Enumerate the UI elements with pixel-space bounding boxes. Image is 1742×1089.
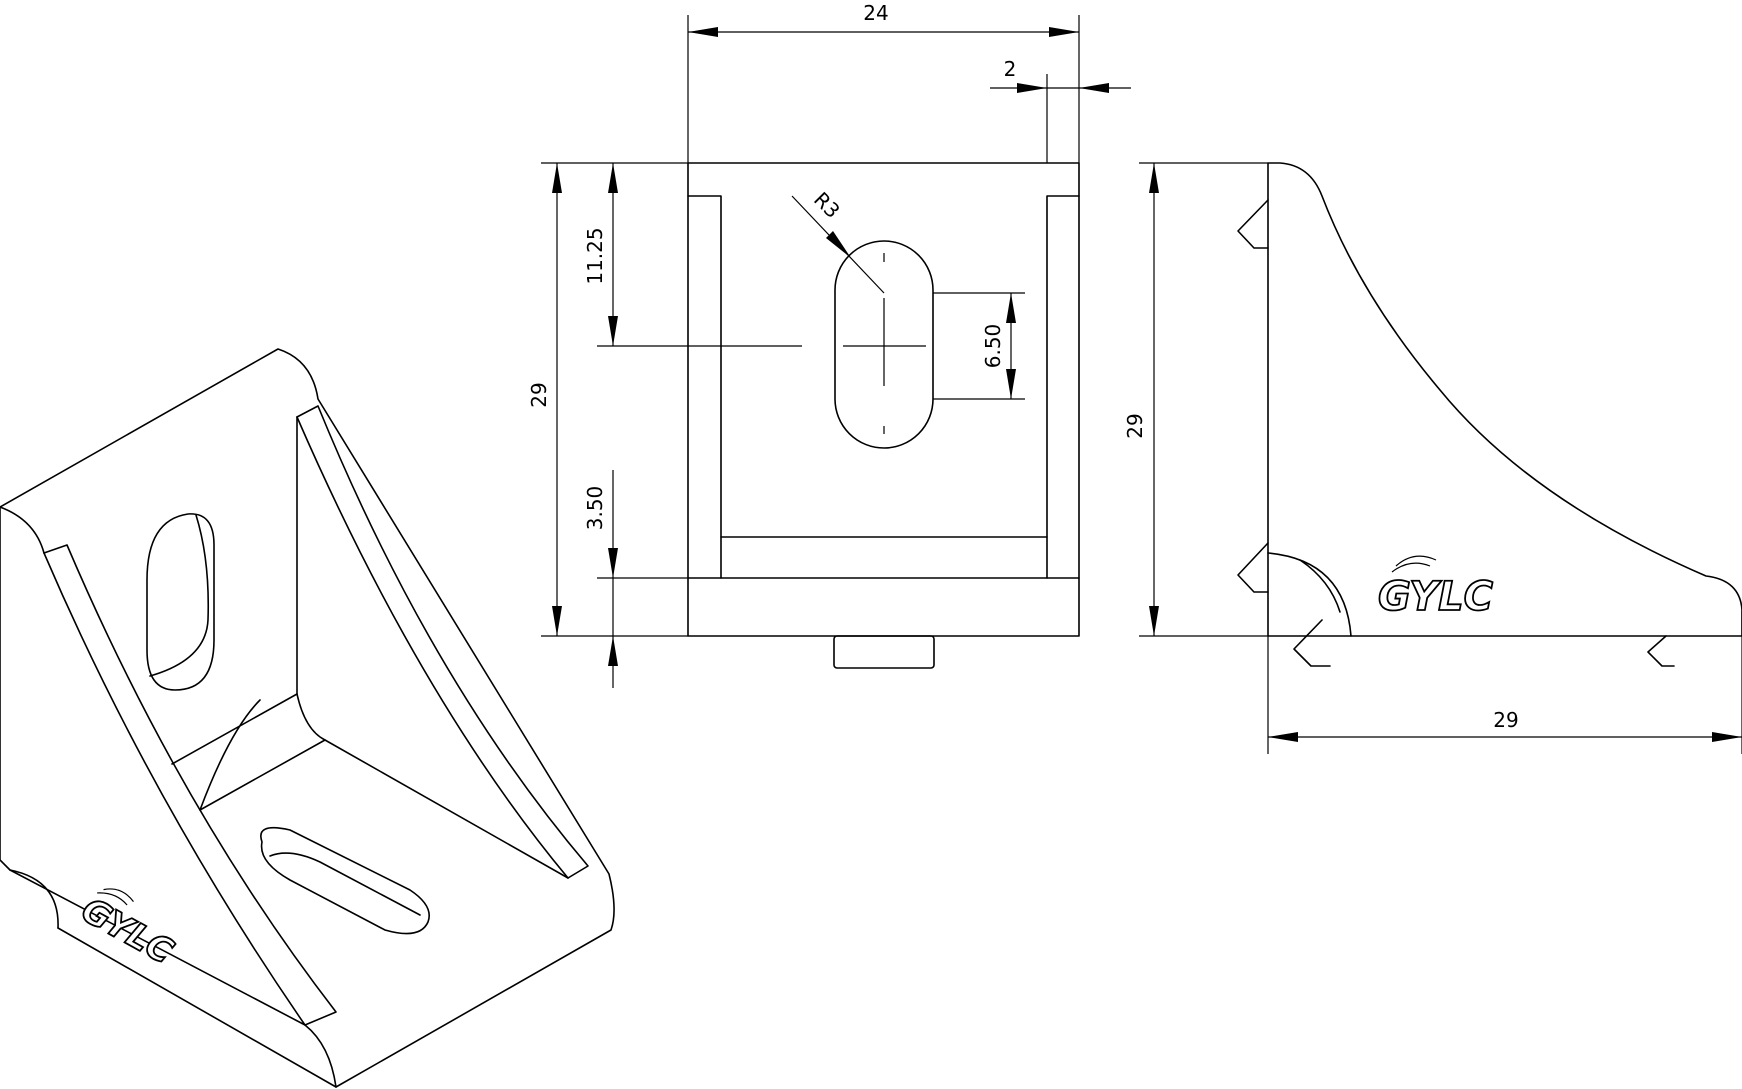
dim-24-text: 24 bbox=[863, 1, 888, 25]
iso-horizontal-slot bbox=[260, 826, 430, 935]
front-slot bbox=[834, 240, 934, 449]
side-notch-bottom-right bbox=[1647, 635, 1675, 667]
iso-vertical-wall-curve bbox=[296, 693, 326, 741]
iso-vertical-slot-inner bbox=[149, 514, 210, 677]
dim-2-text: 2 bbox=[1004, 57, 1017, 81]
dim-29f-text: 29 bbox=[527, 382, 551, 407]
iso-floor-back bbox=[171, 693, 298, 765]
side-notch-mid bbox=[1237, 542, 1269, 593]
dim-11-25-text: 11.25 bbox=[583, 227, 607, 284]
front-inner-right-wall bbox=[1046, 195, 1080, 579]
iso-bottom-edge bbox=[57, 927, 337, 1088]
dim-6-50-text: 6.50 bbox=[981, 324, 1005, 369]
front-inner-left-wall bbox=[687, 195, 722, 579]
iso-vertical-slot bbox=[146, 513, 215, 691]
iso-right-flange-edge bbox=[296, 416, 569, 879]
side-inner-arc bbox=[1267, 552, 1352, 637]
iso-left-flange bbox=[43, 544, 337, 1026]
front-view: 24 2 29 11.25 3.50 6.50 R bbox=[527, 1, 1131, 688]
iso-logo-swoosh bbox=[103, 888, 134, 903]
side-notch-top bbox=[1237, 199, 1269, 249]
isometric-view: GYLC bbox=[0, 348, 615, 1088]
iso-rib-left bbox=[199, 699, 261, 811]
iso-left-top-arc bbox=[0, 506, 45, 554]
side-logo: GYLC bbox=[1377, 555, 1494, 621]
side-logo-swoosh bbox=[1395, 555, 1437, 567]
dim-29sh-text: 29 bbox=[1493, 708, 1518, 732]
iso-floor-right bbox=[324, 739, 569, 879]
iso-left-flange-edge bbox=[43, 552, 306, 1026]
front-bottom-tab bbox=[833, 635, 935, 669]
iso-right-flange bbox=[296, 405, 589, 879]
dim-3-50-text: 3.50 bbox=[583, 486, 607, 531]
side-profile bbox=[1267, 162, 1742, 637]
iso-logo: GYLC bbox=[74, 888, 181, 973]
dim-r3-text: R3 bbox=[809, 187, 845, 223]
iso-floor-front bbox=[199, 739, 326, 811]
iso-logo-text: GYLC bbox=[75, 890, 180, 972]
side-view: GYLC 29 29 bbox=[1123, 162, 1742, 754]
dim-29sv-text: 29 bbox=[1123, 413, 1147, 438]
side-inner-arc-2 bbox=[1299, 559, 1341, 613]
side-logo-text: GYLC bbox=[1378, 574, 1493, 620]
side-notch-bottom-left bbox=[1293, 619, 1331, 667]
iso-bottom-left-edge bbox=[9, 869, 59, 929]
iso-horizontal-slot-inner bbox=[269, 852, 421, 916]
iso-outline bbox=[0, 348, 615, 1088]
